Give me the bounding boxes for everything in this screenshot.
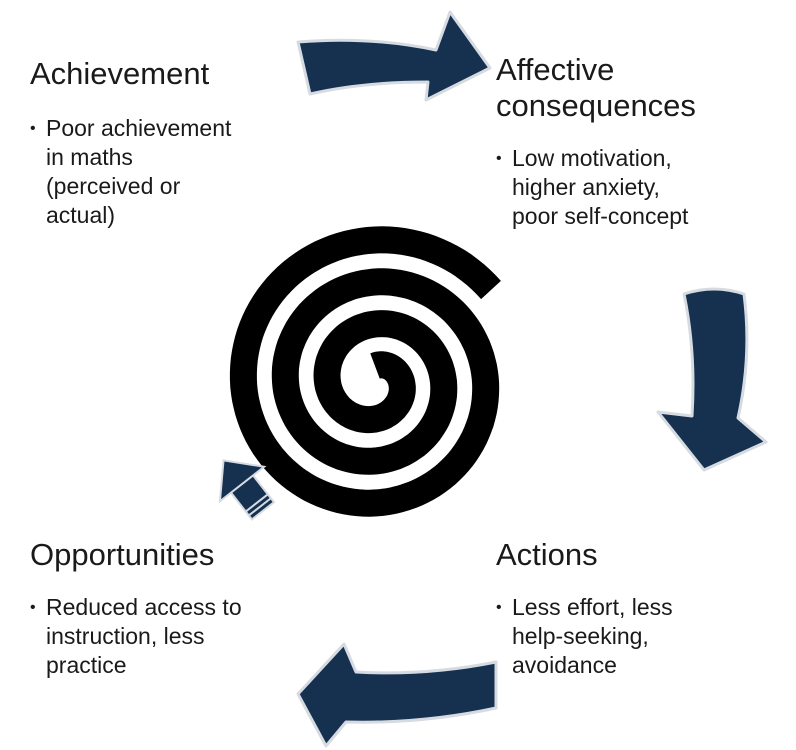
- bullet-list-actions: •Less effort, less help-seeking, avoidan…: [496, 593, 786, 680]
- bullet-icon: •: [30, 599, 36, 616]
- bullet-icon: •: [496, 150, 502, 167]
- spiral-stroke: [229, 226, 501, 517]
- bullet-item: in maths: [46, 144, 133, 170]
- spiral-icon: [229, 226, 501, 517]
- bullet-item: avoidance: [512, 652, 617, 678]
- bullet-item: higher anxiety,: [512, 174, 660, 200]
- arrow-bottom-icon: [296, 642, 498, 748]
- bullet-icon: •: [496, 599, 502, 616]
- bullet-item: poor self-concept: [512, 203, 689, 229]
- spiral-arrow-icon: [218, 459, 276, 521]
- stage-title-achievement: Achievement: [30, 56, 210, 91]
- stage-actions: Actions •Less effort, less help-seeking,…: [496, 537, 786, 680]
- stage-title-opportunities: Opportunities: [30, 537, 215, 572]
- bullet-item: •Low motivation,: [496, 145, 672, 171]
- bullet-item: (perceived or: [46, 173, 181, 199]
- stage-opportunities: Opportunities •Reduced access to instruc…: [30, 537, 330, 680]
- bullet-item: instruction, less: [46, 623, 205, 649]
- bullet-item: actual): [46, 202, 116, 228]
- bullet-list-opportunities: •Reduced access to instruction, less pra…: [30, 593, 330, 680]
- bullet-list-achievement: •Poor achievement in maths (perceived or…: [30, 114, 330, 230]
- stage-achievement: Achievement •Poor achievement in maths (…: [30, 56, 330, 230]
- bullet-icon: •: [30, 120, 36, 137]
- bullet-list-affective: •Low motivation, higher anxiety, poor se…: [496, 144, 786, 231]
- bullet-item: practice: [46, 652, 127, 678]
- stage-title-actions: Actions: [496, 537, 598, 572]
- bullet-item: help-seeking,: [512, 623, 649, 649]
- stage-title-affective-line2: consequences: [496, 88, 696, 123]
- bullet-item: •Poor achievement: [30, 115, 232, 141]
- stage-affective-consequences: Affective consequences •Low motivation, …: [496, 52, 786, 231]
- arrow-top-icon: [296, 10, 492, 102]
- bullet-item: •Reduced access to: [30, 594, 242, 620]
- arrow-right-icon: [656, 287, 768, 472]
- stage-title-affective-line1: Affective: [496, 52, 615, 87]
- bullet-item: •Less effort, less: [496, 594, 673, 620]
